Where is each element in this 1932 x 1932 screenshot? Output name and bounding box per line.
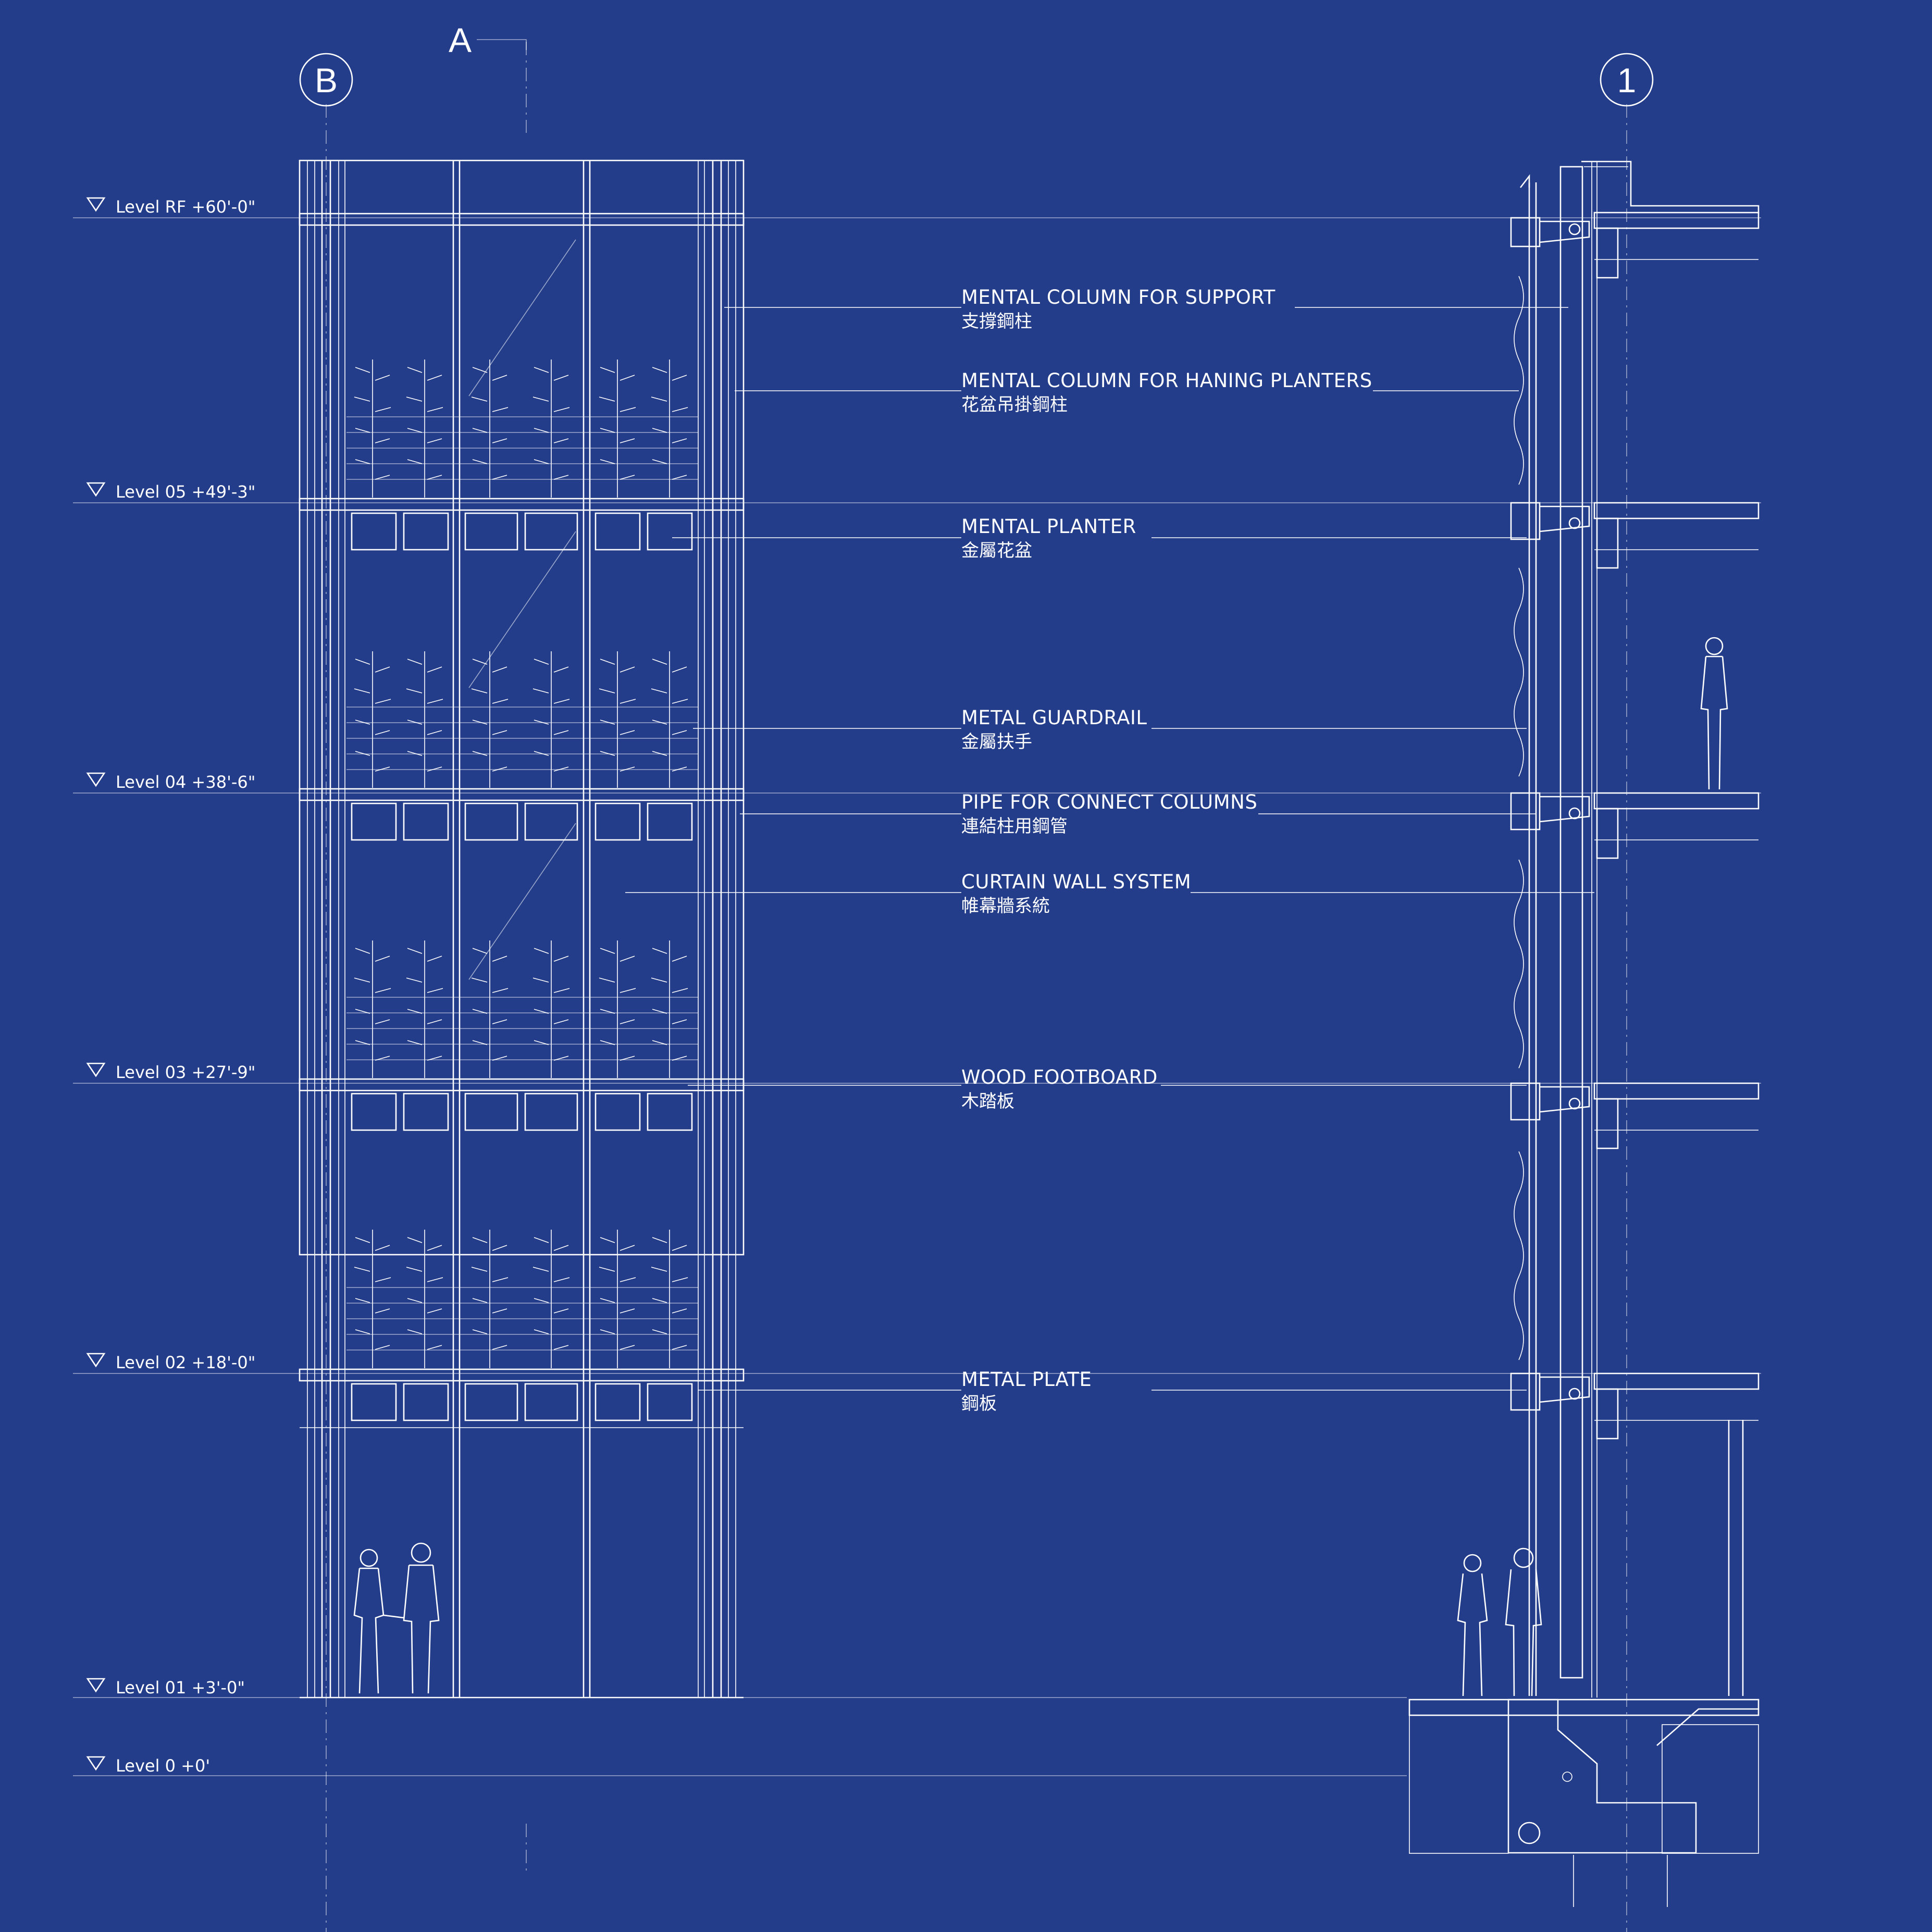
level-marker-01: Level 01 +3'-0" — [86, 1678, 245, 1698]
callout-metal-plate-en: METAL PLATE — [961, 1368, 1092, 1391]
callout-wood-footboard-zh: 木踏板 — [961, 1091, 1014, 1112]
callout-hanging-column-zh: 花盆吊掛鋼柱 — [961, 394, 1068, 415]
grid-bubble-b: B — [299, 53, 353, 107]
callout-metal-plate: METAL PLATE 鋼板 — [961, 1368, 1092, 1414]
grid-bubble-b-label: B — [315, 61, 338, 100]
callout-connect-pipe: PIPE FOR CONNECT COLUMNS 連結柱用鋼管 — [961, 791, 1257, 837]
callout-leaders — [625, 307, 1594, 1391]
section-brackets — [1510, 217, 1590, 1411]
level-label-05: Level 05 +49'-3" — [116, 482, 255, 502]
level-label-04: Level 04 +38'-6" — [116, 772, 255, 792]
callout-guardrail: METAL GUARDRAIL 金屬扶手 — [961, 707, 1147, 752]
callout-planter-zh: 金屬花盆 — [961, 540, 1032, 561]
level-label-0: Level 0 +0' — [116, 1756, 210, 1776]
guardrail-slats — [346, 416, 698, 1351]
level-marker-02: Level 02 +18'-0" — [86, 1353, 255, 1372]
section-marker-a: A — [449, 21, 472, 59]
grid-bubble-1: 1 — [1600, 53, 1654, 107]
level-label-02: Level 02 +18'-0" — [116, 1353, 255, 1372]
callout-support-column-en: MENTAL COLUMN FOR SUPPORT — [961, 286, 1275, 308]
level-label-01: Level 01 +3'-0" — [116, 1678, 245, 1698]
callout-connect-pipe-en: PIPE FOR CONNECT COLUMNS — [961, 791, 1257, 813]
level-label-03: Level 03 +27'-9" — [116, 1062, 255, 1082]
callout-guardrail-zh: 金屬扶手 — [961, 732, 1032, 752]
callout-wood-footboard-en: WOOD FOOTBOARD — [961, 1066, 1158, 1088]
person-figure-section — [1700, 637, 1728, 790]
callout-planter-en: MENTAL PLANTER — [961, 515, 1136, 538]
grid-lines — [326, 39, 1627, 1932]
vertical-plants — [354, 360, 688, 1368]
level-marker-03: Level 03 +27'-9" — [86, 1062, 255, 1082]
planter-row-level-05 — [351, 512, 693, 551]
callout-guardrail-en: METAL GUARDRAIL — [961, 707, 1147, 729]
callout-curtain-wall-en: CURTAIN WALL SYSTEM — [961, 871, 1191, 893]
planter-row-level-02 — [351, 1383, 693, 1421]
callout-hanging-column-en: MENTAL COLUMN FOR HANING PLANTERS — [961, 369, 1372, 392]
callout-support-column: MENTAL COLUMN FOR SUPPORT 支撐鋼柱 — [961, 286, 1275, 332]
wall-section — [1519, 160, 1760, 1698]
section-marker-a-label: A — [449, 21, 472, 59]
callout-hanging-column: MENTAL COLUMN FOR HANING PLANTERS 花盆吊掛鋼柱 — [961, 369, 1372, 415]
callout-curtain-wall: CURTAIN WALL SYSTEM 帷幕牆系統 — [961, 871, 1191, 917]
climbing-vines — [1514, 276, 1524, 1360]
callout-curtain-wall-zh: 帷幕牆系統 — [961, 896, 1050, 917]
callout-wood-footboard: WOOD FOOTBOARD 木踏板 — [961, 1066, 1158, 1112]
level-lines — [73, 217, 1761, 1776]
foundation-section — [1408, 1699, 1760, 1907]
level-marker-rf: Level RF +60'-0" — [86, 197, 255, 217]
level-marker-05: Level 05 +49'-3" — [86, 482, 255, 502]
callout-metal-plate-zh: 鋼板 — [961, 1393, 997, 1414]
callout-connect-pipe-zh: 連結柱用鋼管 — [961, 816, 1068, 837]
people-figures-section — [1457, 1547, 1542, 1696]
planter-row-level-04 — [351, 802, 693, 841]
callout-support-column-zh: 支撐鋼柱 — [961, 311, 1032, 332]
level-marker-0: Level 0 +0' — [86, 1756, 210, 1776]
people-figures-elevation — [353, 1542, 440, 1694]
front-elevation — [299, 159, 745, 1699]
level-marker-04: Level 04 +38'-6" — [86, 772, 255, 792]
callout-planter: MENTAL PLANTER 金屬花盆 — [961, 515, 1136, 561]
planter-row-level-03 — [351, 1093, 693, 1131]
floor-slabs — [1593, 212, 1760, 1440]
level-label-rf: Level RF +60'-0" — [116, 197, 255, 217]
grid-bubble-1-label: 1 — [1617, 61, 1637, 100]
